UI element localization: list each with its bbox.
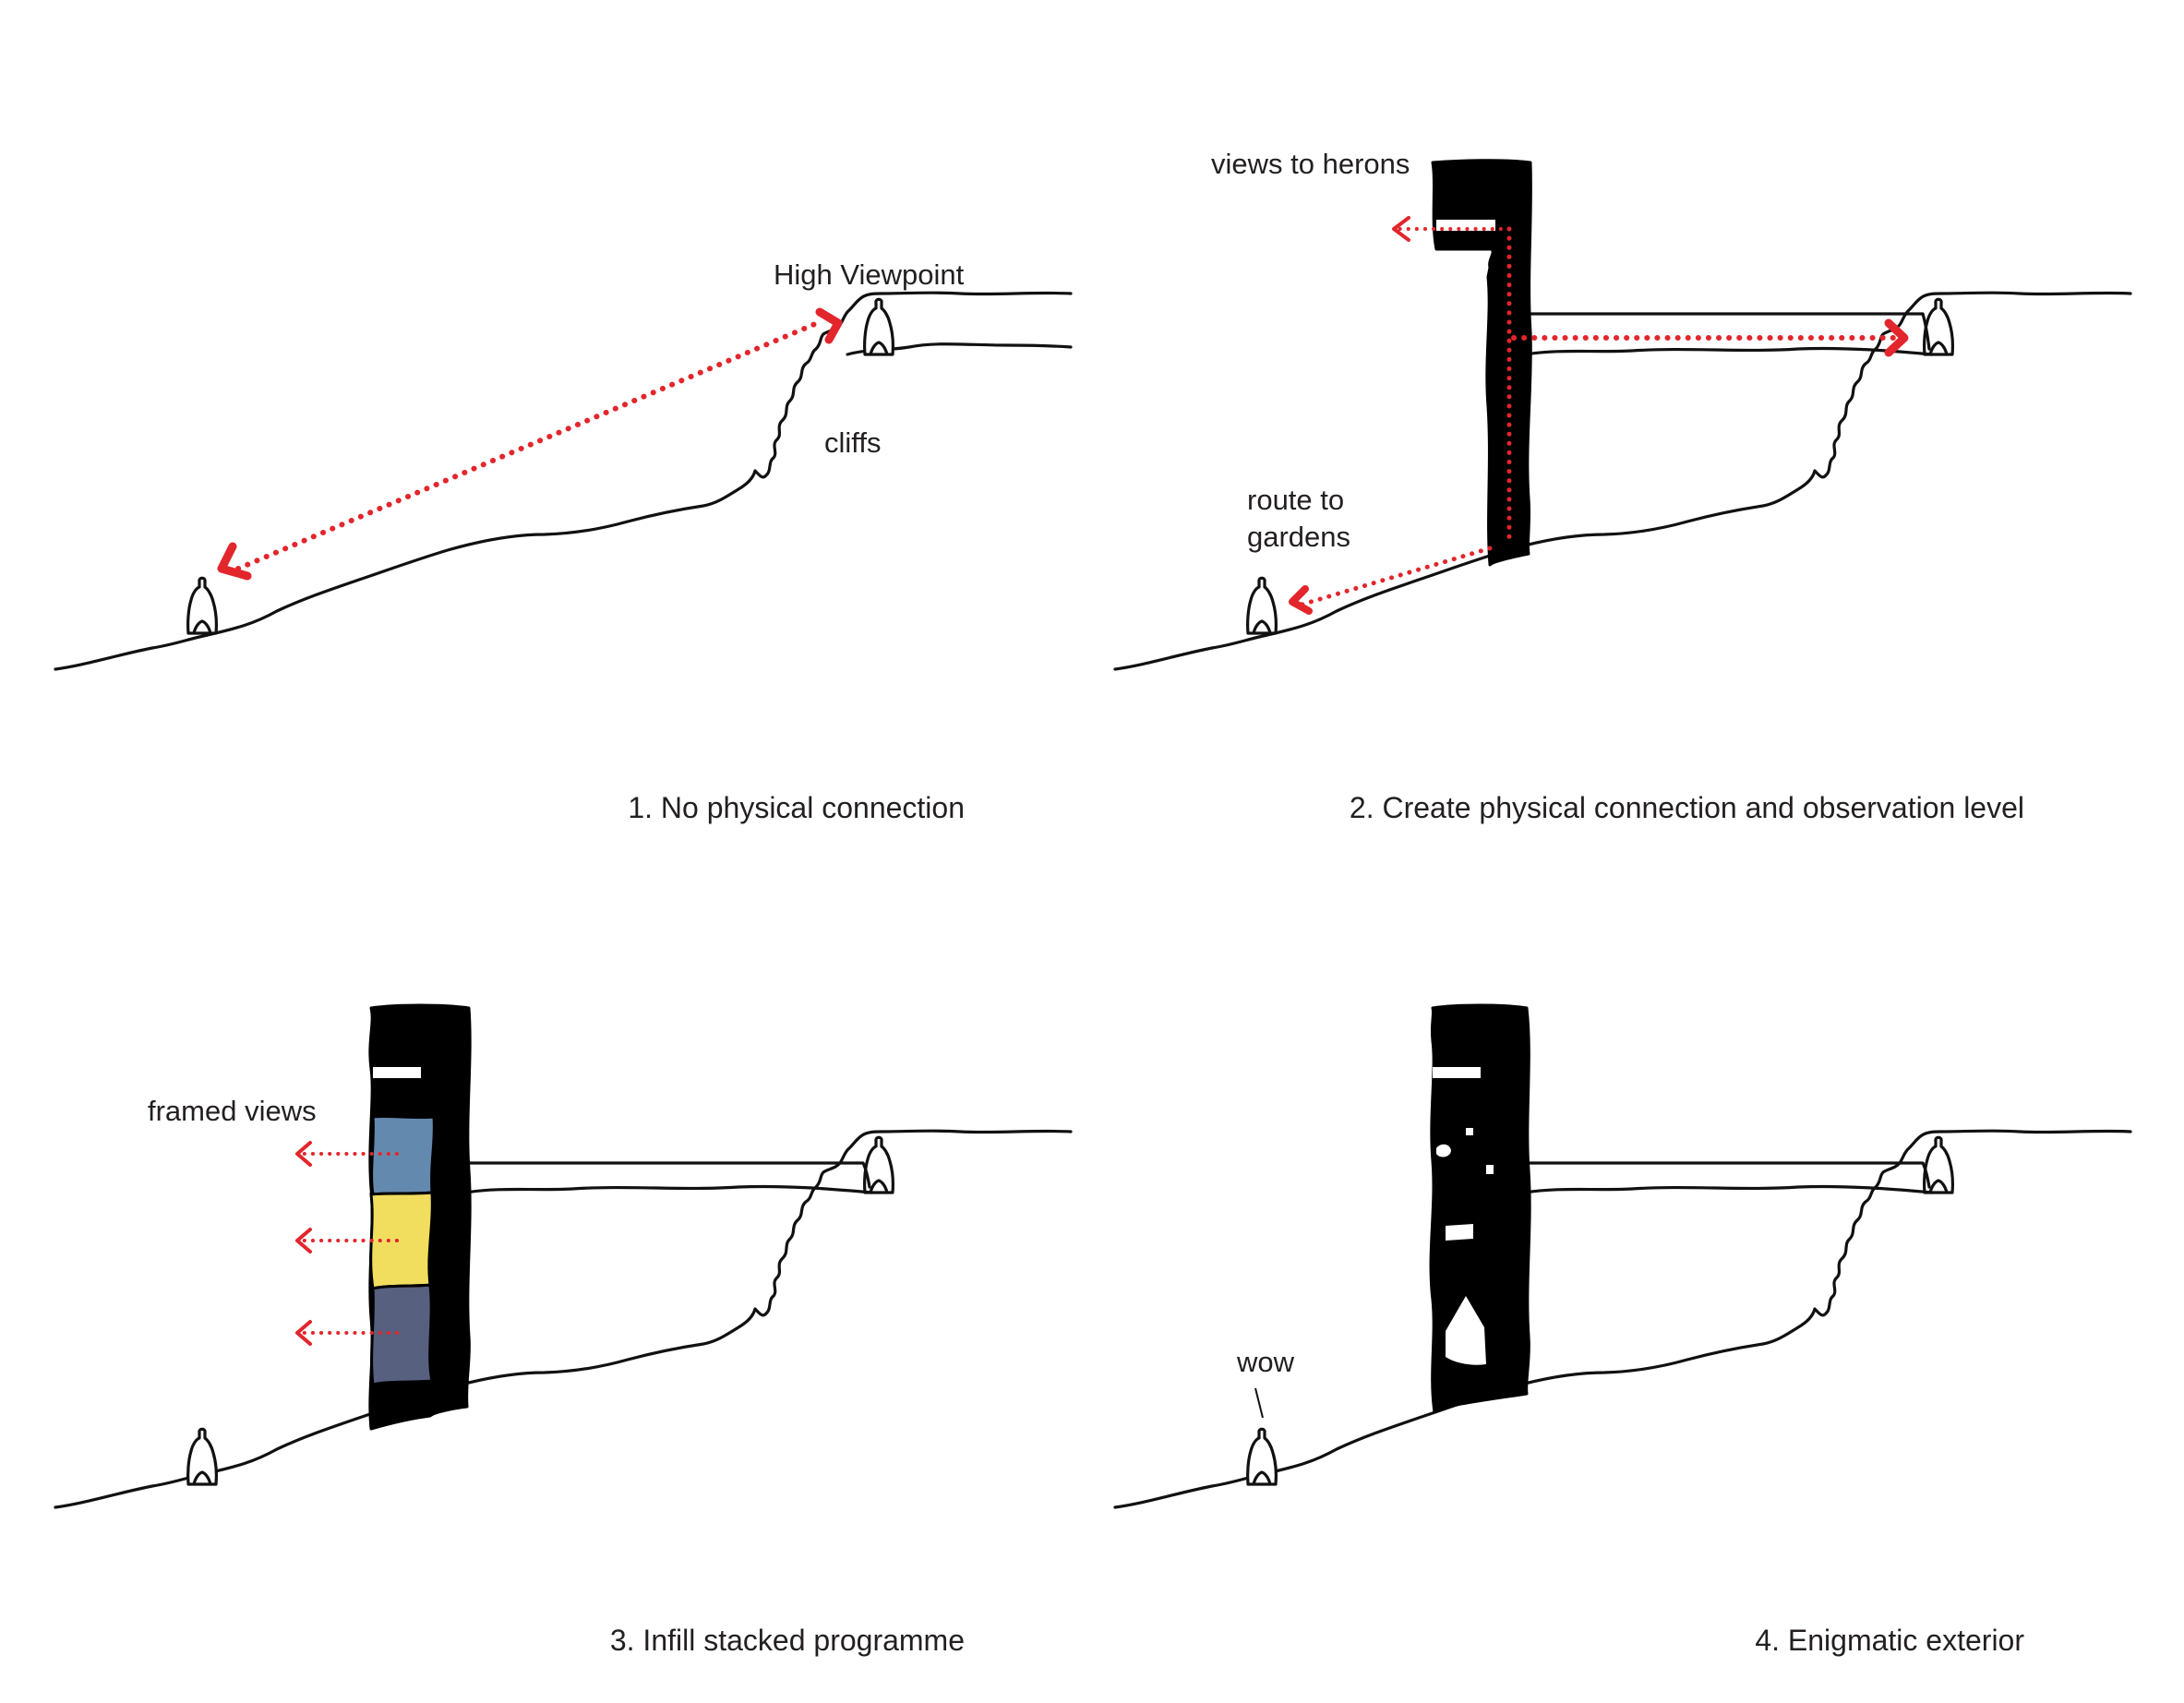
- arrowhead-low-icon: [217, 542, 252, 581]
- label-cliffs: cliffs: [824, 426, 881, 459]
- label-views-to-herons: views to herons: [1211, 148, 1410, 180]
- bridge-deck: [1524, 312, 1931, 351]
- caption-2: 2. Create physical connection and observ…: [1350, 791, 2024, 824]
- opening-small: [1466, 1128, 1473, 1135]
- bridge-underside: [1524, 1184, 1934, 1194]
- arrowhead-high-icon: [815, 307, 843, 344]
- bridge-underside: [464, 1184, 874, 1194]
- opening-square: [1486, 1165, 1494, 1174]
- wow-leader-line: [1254, 1387, 1264, 1419]
- garden-route-dotted: [1299, 546, 1493, 607]
- opening-slot: [1446, 1224, 1473, 1241]
- arrowhead-viewpoint-icon: [1884, 318, 1909, 357]
- person-low-figure: [186, 1427, 218, 1486]
- bridge-deck: [464, 1161, 871, 1189]
- arrowhead-framed-bottom-icon: [295, 1320, 312, 1346]
- infill-bottom: [370, 1283, 434, 1386]
- panel-1: High Viewpoint cliffs 1. No physical con…: [54, 258, 1073, 824]
- person-low-figure: [186, 576, 218, 635]
- label-wow: wow: [1236, 1346, 1295, 1378]
- panel-4: wow 4. Enigmatic exterior: [1113, 1003, 2132, 1657]
- arrowhead-framed-top-icon: [295, 1141, 312, 1167]
- tower-mass: [1429, 1003, 1531, 1414]
- label-high-viewpoint: High Viewpoint: [774, 258, 965, 291]
- label-framed-views: framed views: [148, 1095, 317, 1127]
- person-high-figure: [863, 297, 894, 356]
- arrowhead-gardens-icon: [1289, 585, 1313, 615]
- bridge-deck: [1524, 1161, 1931, 1189]
- label-gardens: gardens: [1247, 521, 1350, 553]
- label-route-to: route to: [1247, 484, 1344, 516]
- panel-2: views to herons route to gardens 2. Crea…: [1113, 148, 2132, 824]
- person-low-figure: [1246, 576, 1278, 635]
- tower-slot: [1433, 1067, 1481, 1078]
- tower-mass: [1431, 159, 1532, 567]
- tower-slot: [373, 1067, 421, 1078]
- sightline-dotted: [235, 318, 824, 571]
- person-low-figure: [1246, 1427, 1278, 1486]
- caption-3: 3. Infill stacked programme: [610, 1624, 965, 1657]
- caption-1: 1. No physical connection: [628, 791, 965, 824]
- bridge-underside: [1524, 346, 1934, 356]
- caption-4: 4. Enigmatic exterior: [1755, 1624, 2024, 1657]
- opening-round: [1436, 1144, 1451, 1157]
- panel-3: framed views 3. Infill stacked programme: [54, 1003, 1073, 1657]
- opening-arch-doorway: [1446, 1296, 1486, 1365]
- arrowhead-herons-icon: [1392, 216, 1410, 242]
- arrowhead-framed-middle-icon: [295, 1228, 312, 1253]
